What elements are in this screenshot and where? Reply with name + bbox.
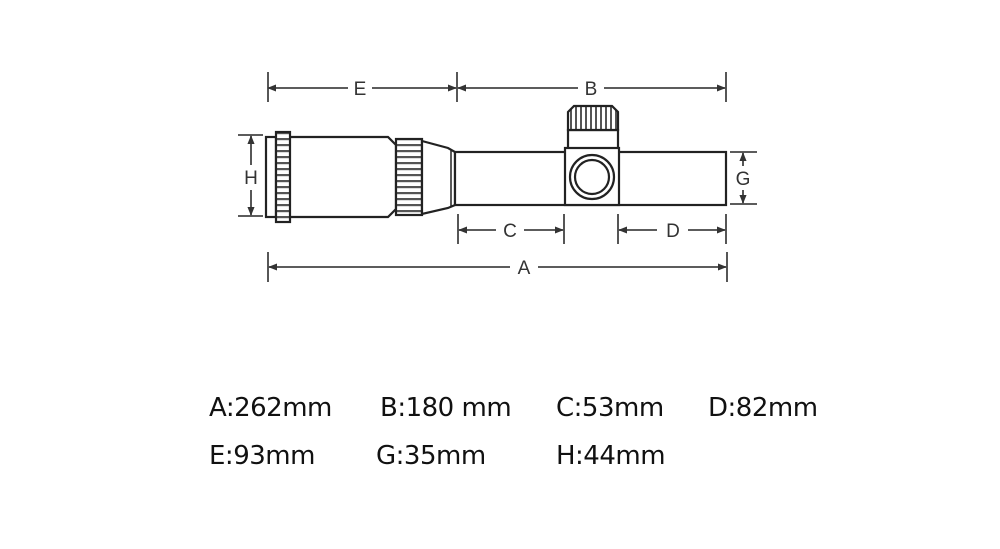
spec-h: H:44mm bbox=[556, 441, 666, 471]
spec-a: A:262mm bbox=[209, 393, 332, 423]
dim-label-e: E bbox=[354, 79, 367, 100]
spec-b: B:180 mm bbox=[380, 393, 512, 423]
dim-label-a: A bbox=[518, 258, 531, 279]
dim-label-h: H bbox=[244, 168, 258, 189]
spec-d: D:82mm bbox=[708, 393, 818, 423]
power-ring-knurl bbox=[394, 137, 424, 217]
spec-e: E:93mm bbox=[209, 441, 315, 471]
eyepiece-bell bbox=[286, 135, 398, 219]
dimension-lines bbox=[238, 72, 757, 282]
spec-g: G:35mm bbox=[376, 441, 486, 471]
turret-cap-knurl bbox=[566, 104, 620, 132]
dim-label-g: G bbox=[736, 169, 751, 190]
eyepiece-taper bbox=[420, 139, 457, 216]
dim-label-b: B bbox=[585, 79, 598, 100]
eyepiece-cap bbox=[264, 135, 278, 219]
dim-label-d: D bbox=[666, 221, 680, 242]
spec-c: C:53mm bbox=[556, 393, 664, 423]
dim-label-c: C bbox=[503, 221, 517, 242]
dimension-letters: E B H G C D A bbox=[244, 79, 750, 279]
eyepiece-knurl-ring bbox=[274, 130, 292, 224]
side-turret-inner bbox=[573, 158, 611, 196]
scope-body bbox=[264, 104, 728, 224]
